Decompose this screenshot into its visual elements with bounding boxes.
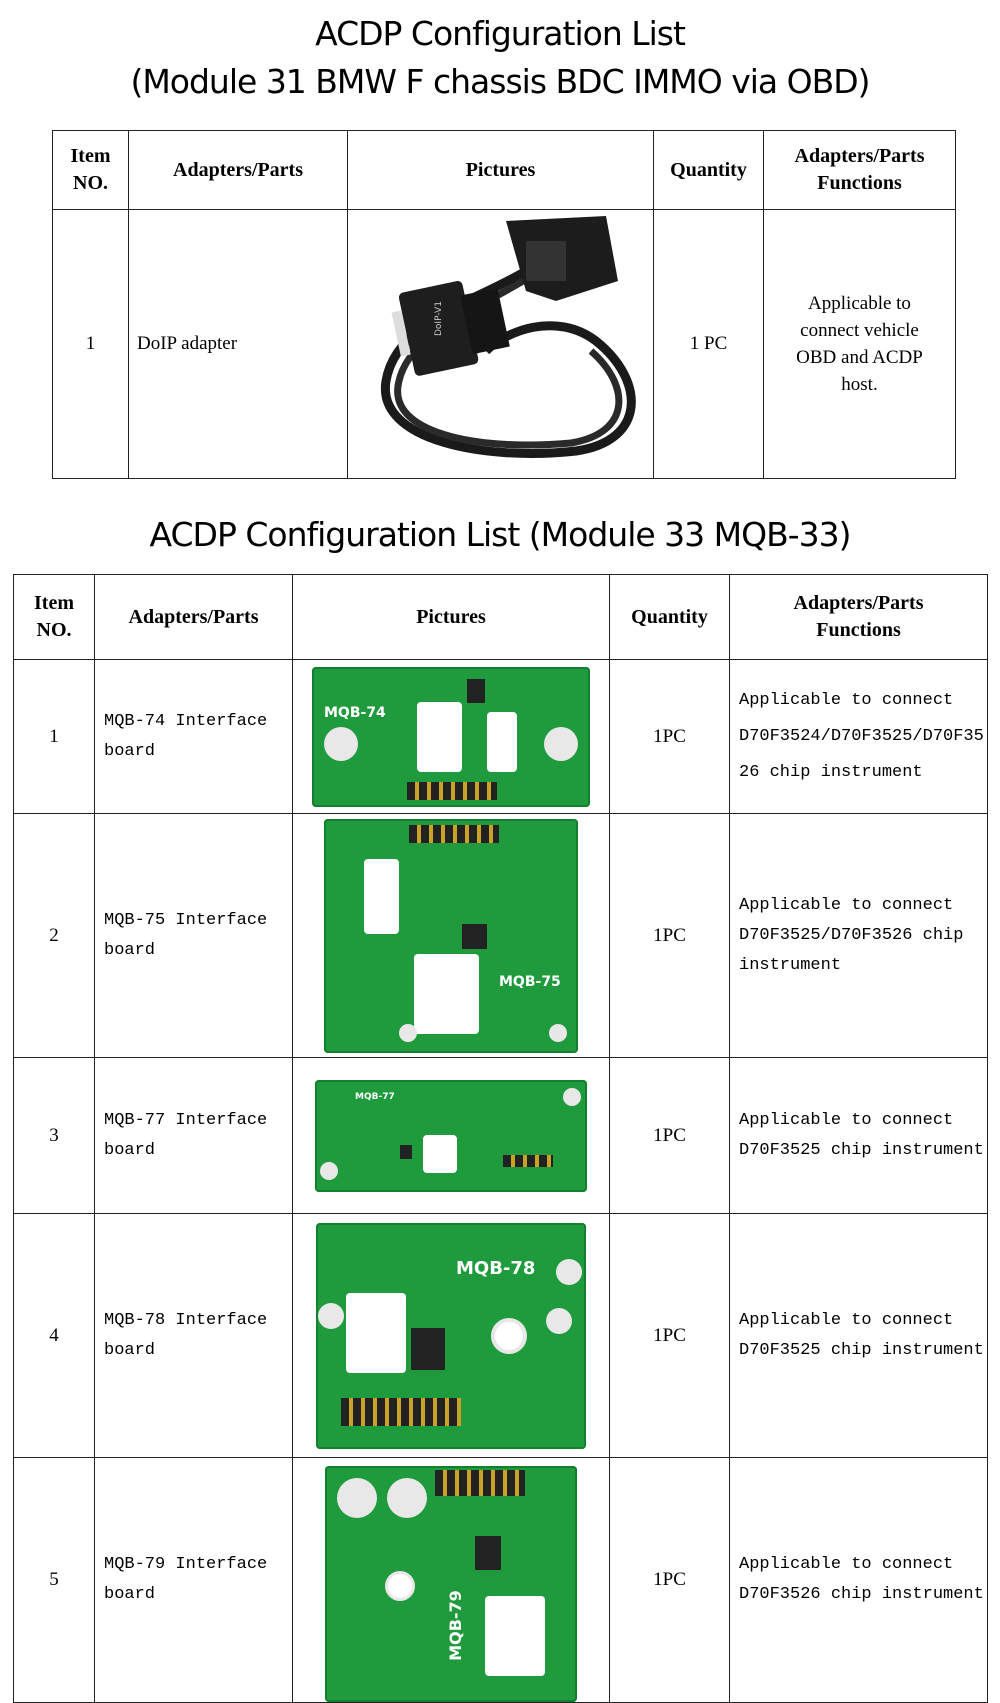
mqb-79-board-image: MQB-79 bbox=[325, 1466, 577, 1702]
page-title-2: ACDP Configuration List (Module 33 MQB-3… bbox=[149, 515, 852, 554]
item-no: 2 bbox=[13, 813, 95, 1058]
page-subtitle-1: (Module 31 BMW F chassis BDC IMMO via OB… bbox=[130, 62, 870, 101]
quantity: 1PC bbox=[609, 659, 730, 814]
doip-adapter-image: DoIP-V1 bbox=[380, 216, 636, 458]
item-no: 4 bbox=[13, 1213, 95, 1458]
table-row: 1 DoIP adapter DoIP-V1 1 PC Applicable t… bbox=[52, 209, 956, 479]
picture-cell: DoIP-V1 bbox=[347, 209, 654, 479]
header-quantity: Quantity bbox=[653, 130, 764, 210]
svg-text:DoIP-V1: DoIP-V1 bbox=[434, 301, 444, 336]
quantity: 1PC bbox=[609, 1057, 730, 1214]
quantity: 1PC bbox=[609, 1457, 730, 1703]
quantity: 1 PC bbox=[653, 209, 764, 479]
quantity: 1PC bbox=[609, 1213, 730, 1458]
header-pictures: Pictures bbox=[347, 130, 654, 210]
mqb-78-board-image: MQB-78 bbox=[316, 1222, 586, 1449]
item-no: 1 bbox=[13, 659, 95, 814]
picture-cell: MQB-79 bbox=[292, 1457, 610, 1703]
item-no: 3 bbox=[13, 1057, 95, 1214]
mqb-77-board-image: MQB-77 bbox=[315, 1079, 587, 1192]
picture-cell: MQB-77 bbox=[292, 1057, 610, 1214]
item-no: 1 bbox=[52, 209, 129, 479]
page-title-1: ACDP Configuration List bbox=[315, 14, 686, 53]
item-no: 5 bbox=[13, 1457, 95, 1703]
header-pictures: Pictures bbox=[292, 574, 610, 660]
picture-cell: MQB-75 bbox=[292, 813, 610, 1058]
header-quantity: Quantity bbox=[609, 574, 730, 660]
mqb-75-board-image: MQB-75 bbox=[324, 818, 578, 1053]
quantity: 1PC bbox=[609, 813, 730, 1058]
picture-cell: MQB-74 bbox=[292, 659, 610, 814]
header-parts: Adapters/Parts bbox=[94, 574, 293, 660]
mqb-74-board-image: MQB-74 bbox=[312, 666, 590, 807]
header-parts: Adapters/Parts bbox=[128, 130, 348, 210]
picture-cell: MQB-78 bbox=[292, 1213, 610, 1458]
part-name: DoIP adapter bbox=[128, 209, 348, 479]
